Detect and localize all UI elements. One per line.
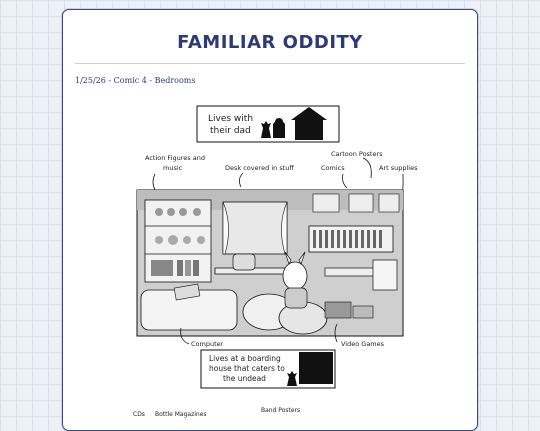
- label-art-supplies: Art supplies: [379, 164, 418, 172]
- bottom-caption-line2: house that caters to: [209, 364, 285, 373]
- label-bottle-magazines: Bottle Magazines: [155, 411, 207, 418]
- label-cartoon-posters: Cartoon Posters: [331, 150, 383, 158]
- label-cds: CDs: [133, 411, 145, 418]
- label-computer: Computer: [191, 340, 224, 348]
- comic-image: Lives with their dad Action Figures and …: [133, 105, 418, 418]
- top-caption-panel: Lives with their dad: [196, 105, 340, 143]
- bedroom-illustration: [136, 189, 404, 337]
- top-caption-line2: their dad: [210, 126, 251, 136]
- label-desk: Desk covered in stuff: [225, 164, 294, 172]
- bottom-caption-panel: Lives at a boarding house that caters to…: [200, 349, 336, 389]
- comic-page-card: FAMILIAR ODDITY 1/25/26 - Comic 4 - Bedr…: [62, 9, 478, 431]
- label-action-figures: Action Figures and: [145, 154, 205, 162]
- label-band-posters: Band Posters: [261, 407, 300, 414]
- title-divider: [75, 63, 465, 64]
- bottom-caption-line1: Lives at a boarding: [209, 354, 281, 363]
- site-title[interactable]: FAMILIAR ODDITY: [177, 32, 363, 53]
- top-caption-line1: Lives with: [208, 114, 253, 124]
- post-meta: 1/25/26 - Comic 4 - Bedrooms: [75, 76, 196, 85]
- label-video-games: Video Games: [341, 340, 385, 348]
- label-comics: Comics: [321, 164, 345, 172]
- label-action-figures-music: music: [163, 164, 183, 172]
- bottom-caption-line3: the undead: [223, 374, 266, 383]
